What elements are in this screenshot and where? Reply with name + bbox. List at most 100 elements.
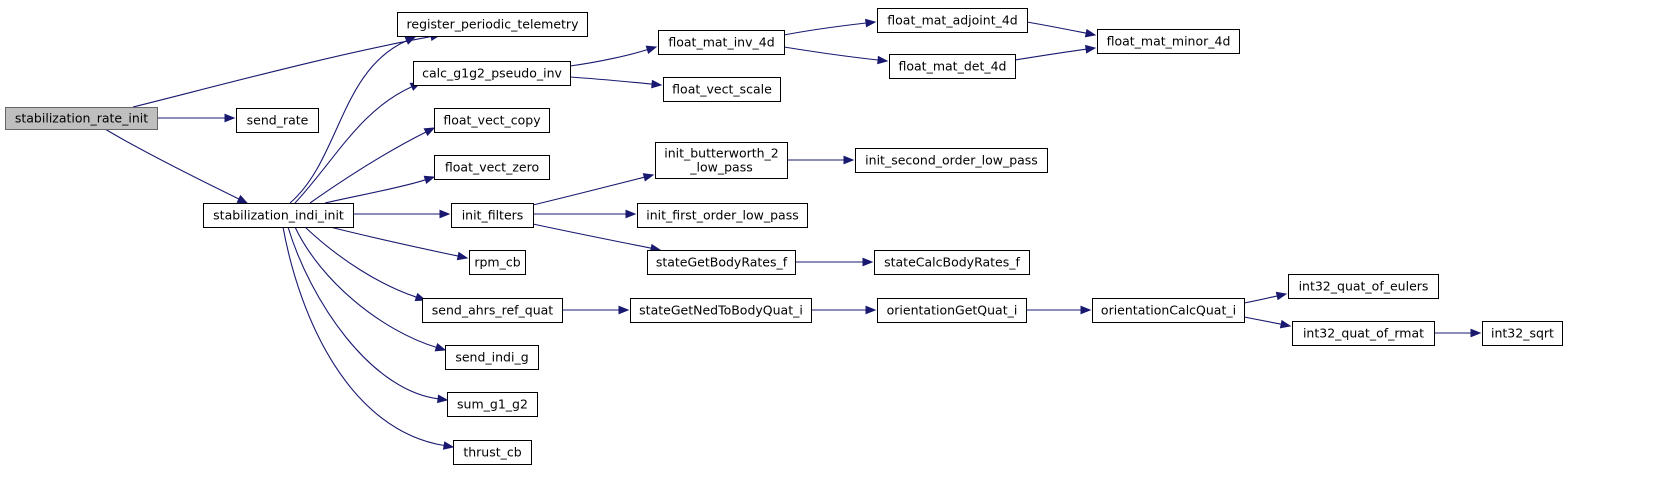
arrowhead-icon: [618, 305, 630, 315]
node-box: [1097, 29, 1240, 54]
edge-float_mat_inv_4d-to-float_mat_adjoint_4d: [783, 18, 877, 36]
node-float_mat_det_4d[interactable]: float_mat_det_4d: [889, 54, 1016, 79]
node-label: calc_g1g2_pseudo_inv: [422, 66, 562, 81]
edge-line: [304, 226, 417, 298]
edge-stabilization_indi_init-to-float_vect_copy: [309, 127, 436, 204]
node-label: stateCalcBodyRates_f: [884, 255, 1020, 270]
arrowhead-icon: [236, 194, 249, 204]
node-label: float_vect_scale: [672, 82, 772, 97]
node-stabilization_rate_init[interactable]: stabilization_rate_init: [5, 107, 158, 130]
node-init_filters[interactable]: init_filters: [451, 203, 534, 228]
node-label: init_first_order_low_pass: [646, 208, 799, 223]
node-box: [655, 142, 788, 179]
node-register_periodic_telemetry[interactable]: register_periodic_telemetry: [397, 12, 588, 37]
node-orientationGetQuat_i[interactable]: orientationGetQuat_i: [877, 298, 1027, 323]
node-rpm_cb[interactable]: rpm_cb: [469, 250, 526, 275]
node-box: [855, 148, 1048, 173]
node-sum_g1_g2[interactable]: sum_g1_g2: [447, 392, 538, 417]
node-stateGetBodyRates_f[interactable]: stateGetBodyRates_f: [647, 250, 796, 275]
node-stabilization_indi_init[interactable]: stabilization_indi_init: [203, 203, 354, 228]
node-send_rate[interactable]: send_rate: [236, 108, 319, 133]
node-box: [469, 250, 526, 275]
edge-line: [132, 36, 432, 108]
node-int32_sqrt[interactable]: int32_sqrt: [1482, 321, 1563, 346]
arrowhead-icon: [1470, 328, 1482, 338]
edge-orientationCalcQuat_i-to-int32_quat_of_eulers: [1243, 291, 1288, 304]
node-box: [658, 30, 785, 55]
node-box: [889, 54, 1016, 79]
node-thrust_cb[interactable]: thrust_cb: [453, 440, 532, 465]
edge-stabilization_indi_init-to-register_periodic_telemetry: [289, 36, 417, 204]
edge-stabilization_indi_init-to-calc_g1g2_pseudo_inv: [294, 82, 422, 204]
node-float_vect_scale[interactable]: float_vect_scale: [663, 77, 781, 102]
node-box: [445, 345, 539, 370]
edge-line: [287, 226, 439, 400]
node-label: int32_quat_of_rmat: [1303, 326, 1424, 341]
edge-stabilization_indi_init-to-sum_g1_g2: [287, 226, 449, 404]
arrowhead-icon: [456, 251, 469, 261]
node-float_vect_zero[interactable]: float_vect_zero: [434, 155, 550, 180]
edge-line: [1243, 295, 1278, 304]
node-label: float_mat_det_4d: [899, 59, 1007, 74]
node-box: [453, 440, 532, 465]
edge-stateGetNedToBodyQuat_i-to-orientationGetQuat_i: [811, 305, 877, 315]
node-stateCalcBodyRates_f[interactable]: stateCalcBodyRates_f: [874, 250, 1030, 275]
node-float_vect_copy[interactable]: float_vect_copy: [434, 108, 550, 133]
edge-stabilization_indi_init-to-init_filters: [353, 209, 451, 219]
arrowhead-icon: [843, 155, 855, 165]
node-send_indi_g[interactable]: send_indi_g: [445, 345, 539, 370]
arrowhead-icon: [404, 36, 417, 45]
node-init_first_order_low_pass[interactable]: init_first_order_low_pass: [637, 203, 808, 228]
node-box: [637, 203, 808, 228]
edge-line: [1243, 316, 1282, 325]
arrowhead-icon: [1085, 44, 1097, 54]
node-label: register_periodic_telemetry: [407, 17, 580, 32]
edge-line: [329, 226, 459, 257]
node-label: float_vect_zero: [445, 160, 539, 175]
node-label: send_indi_g: [455, 350, 528, 365]
node-label: float_mat_minor_4d: [1107, 34, 1231, 49]
node-box: [203, 203, 354, 228]
edge-line: [783, 46, 879, 61]
edge-stabilization_indi_init-to-float_vect_zero: [324, 175, 436, 204]
arrowhead-icon: [642, 173, 655, 182]
node-box: [397, 12, 588, 37]
node-init_butterworth_2_low_pass[interactable]: init_butterworth_2_low_pass: [655, 142, 788, 179]
edge-stabilization_indi_init-to-thrust_cb: [282, 226, 455, 450]
node-label: float_vect_copy: [443, 113, 541, 128]
node-float_mat_adjoint_4d[interactable]: float_mat_adjoint_4d: [877, 8, 1028, 33]
arrowhead-icon: [645, 45, 658, 54]
node-float_mat_minor_4d[interactable]: float_mat_minor_4d: [1097, 29, 1240, 54]
node-orientationCalcQuat_i[interactable]: orientationCalcQuat_i: [1092, 298, 1245, 323]
node-stateGetNedToBodyQuat_i[interactable]: stateGetNedToBodyQuat_i: [630, 298, 812, 323]
node-label: sum_g1_g2: [457, 397, 528, 412]
node-int32_quat_of_eulers[interactable]: int32_quat_of_eulers: [1288, 274, 1439, 299]
node-int32_quat_of_rmat[interactable]: int32_quat_of_rmat: [1292, 321, 1435, 346]
node-label: stabilization_indi_init: [213, 208, 344, 223]
node-label: int32_quat_of_eulers: [1299, 279, 1429, 294]
edge-line: [294, 86, 413, 204]
arrowhead-icon: [625, 209, 637, 219]
node-init_second_order_low_pass[interactable]: init_second_order_low_pass: [855, 148, 1048, 173]
node-send_ahrs_ref_quat[interactable]: send_ahrs_ref_quat: [422, 298, 563, 323]
edge-orientationCalcQuat_i-to-int32_quat_of_rmat: [1243, 316, 1292, 329]
arrowhead-icon: [877, 55, 889, 65]
edge-init_filters-to-init_butterworth_2_low_pass: [532, 173, 655, 206]
node-float_mat_inv_4d[interactable]: float_mat_inv_4d: [658, 30, 785, 55]
node-box: [413, 61, 571, 86]
edge-calc_g1g2_pseudo_inv-to-float_mat_inv_4d: [569, 45, 658, 67]
arrowhead-icon: [1275, 291, 1288, 301]
node-calc_g1g2_pseudo_inv[interactable]: calc_g1g2_pseudo_inv: [413, 61, 571, 86]
arrowhead-icon: [1279, 319, 1292, 329]
edges-layer: [104, 18, 1482, 450]
node-label: int32_sqrt: [1491, 326, 1554, 341]
node-label: stateGetNedToBodyQuat_i: [639, 303, 803, 318]
edge-orientationGetQuat_i-to-orientationCalcQuat_i: [1026, 305, 1092, 315]
node-label: stabilization_rate_init: [15, 111, 148, 126]
node-box: [877, 8, 1028, 33]
edge-line: [1026, 21, 1087, 34]
node-box: [422, 298, 563, 323]
edge-line: [1014, 48, 1087, 61]
edge-line: [324, 179, 426, 204]
arrowhead-icon: [862, 257, 874, 267]
